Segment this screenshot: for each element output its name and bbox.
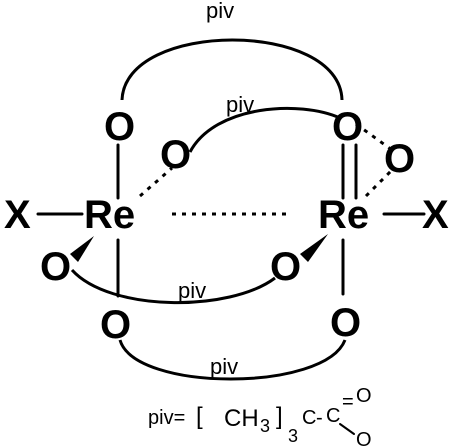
right-re-atom: Re [318, 193, 369, 237]
oxygen-left-bottom: O [100, 303, 131, 347]
legend-group: CH [224, 405, 259, 432]
oxygen-right-bottom: O [330, 301, 361, 345]
top-piv-bridge [120, 38, 344, 101]
oxygen-left-front: O [40, 245, 71, 289]
wedge-bond-right-front [300, 234, 328, 262]
piv-definition: piv= [ CH 3 ] 3 C - C = O O [148, 385, 372, 448]
left-re-atom: Re [84, 193, 135, 237]
oxygen-right-back: O [384, 137, 415, 181]
oxygen-left-back: O [160, 133, 191, 177]
legend-carbon: C [302, 407, 316, 429]
piv-label-bottom: piv [210, 354, 238, 379]
dotted-bond-right-o-o [355, 122, 393, 152]
right-x-atom: X [422, 193, 449, 237]
dotted-bond-left-back [139, 166, 173, 198]
legend-multiplier: 3 [288, 426, 298, 446]
left-x-atom: X [4, 193, 31, 237]
lower-middle-piv-bridge [70, 268, 276, 304]
piv-label-lower-middle: piv [178, 278, 206, 303]
legend-oxygen-top: O [356, 385, 372, 407]
legend-oxygen-bottom: O [356, 429, 372, 448]
bottom-piv-bridge [118, 339, 347, 381]
upper-middle-piv-bridge [188, 106, 341, 153]
piv-label-top: piv [206, 0, 234, 23]
legend-bond-dash: - [316, 407, 323, 429]
legend-lhs: piv= [148, 407, 185, 429]
oxygen-right-front: O [270, 245, 301, 289]
legend-bond-to-oxygen-bottom [339, 423, 355, 435]
legend-group-subscript: 3 [260, 416, 270, 436]
legend-carbonyl-carbon: C [326, 405, 340, 427]
dotted-bond-right-back [364, 168, 394, 198]
wedge-bond-left-front [70, 236, 94, 262]
piv-label-upper-middle: piv [226, 92, 254, 117]
legend-bracket-close: ] [276, 403, 283, 430]
legend-bracket-open: [ [196, 403, 203, 430]
legend-double-bond: = [342, 391, 354, 413]
oxygen-left-top: O [104, 105, 135, 149]
oxygen-right-top: O [332, 105, 363, 149]
